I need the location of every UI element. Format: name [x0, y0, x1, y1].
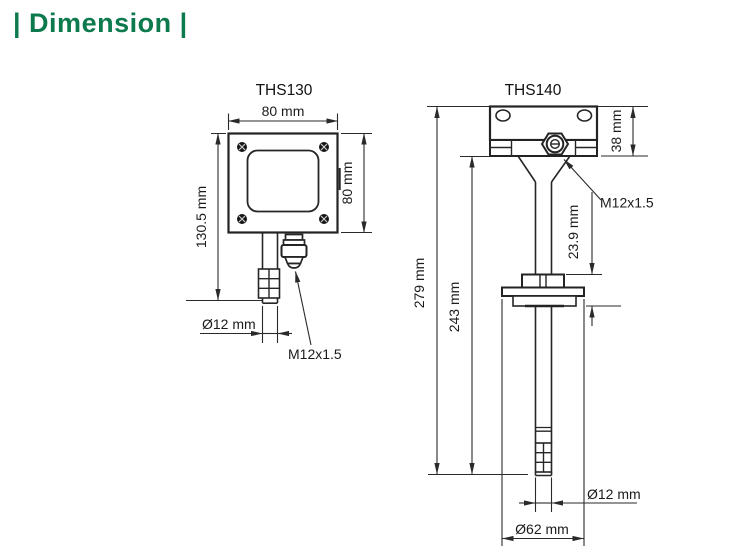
ths140-flange-diameter-dimension: Ø62 mm: [501, 299, 585, 546]
ths130-probe-diameter-dimension: Ø12 mm: [200, 306, 292, 343]
ths140-total-length-dimension: 279 mm: [411, 106, 528, 476]
ths130-total-height-dimension: 130.5 mm: [186, 132, 263, 302]
ths140-sensor-mesh: [534, 442, 553, 473]
dim-ths140-housing-height: 38 mm: [608, 110, 624, 153]
mounting-hole: [576, 109, 593, 122]
label-ths130-gland-thread: M12x1.5: [288, 346, 342, 362]
mounting-hole: [495, 109, 511, 122]
ths140-m12-connector: [540, 132, 570, 156]
screw-icon: [319, 214, 329, 224]
dim-ths140-flange-section: 23.9 mm: [565, 205, 581, 259]
ths140-flange-disc: [501, 286, 585, 297]
ths140-probe: [501, 182, 585, 477]
page-title: | Dimension |: [13, 8, 188, 38]
screw-icon: [319, 142, 329, 152]
dim-ths140-flange-diameter: Ø62 mm: [515, 521, 569, 537]
dim-ths130-probe-diameter: Ø12 mm: [202, 316, 256, 332]
label-ths140-connector-thread: M12x1.5: [600, 195, 654, 211]
ths130-corner-screws: [237, 142, 329, 224]
screw-icon: [237, 142, 247, 152]
dim-ths140-total-length: 279 mm: [411, 258, 427, 309]
dim-ths130-height: 80 mm: [339, 162, 355, 205]
ths130-cable-gland: [280, 233, 308, 269]
dim-ths130-total-height: 130.5 mm: [193, 186, 209, 248]
ths130-gland-thread-callout: M12x1.5: [288, 271, 342, 362]
dim-ths140-insertion-length: 243 mm: [446, 282, 462, 333]
ths140-drawing: THS140: [411, 82, 654, 546]
ths130-display-panel: [246, 149, 320, 213]
model-label-ths140: THS140: [505, 82, 562, 99]
dim-ths140-probe-diameter: Ø12 mm: [587, 486, 641, 502]
screw-icon: [237, 214, 247, 224]
ths140-probe-diameter-dimension: Ø12 mm: [519, 477, 641, 512]
ths140-flange-section-dimension: 23.9 mm: [565, 192, 621, 326]
ths130-drawing: THS130 80 mm: [186, 82, 372, 362]
ths140-housing-height-dimension: 38 mm: [601, 106, 648, 157]
ths140-stem-ring: [535, 426, 552, 432]
ths130-sensor-mesh: [257, 268, 281, 299]
dim-ths130-width: 80 mm: [262, 103, 305, 119]
ths130-height-dimension: 80 mm: [339, 132, 372, 234]
ths140-flange-assembly: [501, 273, 585, 308]
model-label-ths130: THS130: [256, 82, 313, 99]
ths130-width-dimension: 80 mm: [227, 103, 339, 130]
ths140-connector-thread-callout: M12x1.5: [563, 159, 654, 211]
ths140-housing: [488, 105, 599, 183]
ths130-probe: [257, 232, 281, 304]
ths140-insertion-length-dimension: 243 mm: [446, 155, 490, 475]
